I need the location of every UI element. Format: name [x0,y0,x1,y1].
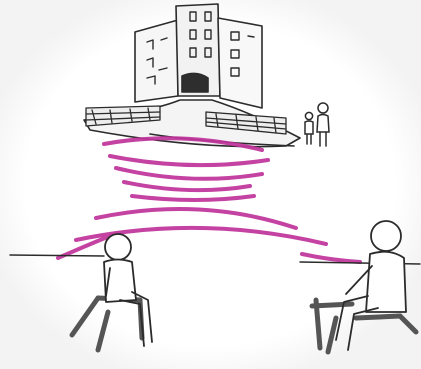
person-right-torso [366,252,406,312]
person-left-head [105,234,131,260]
horizon-left [10,255,104,256]
building-right-block [218,18,262,108]
chair-right-lower-rail [356,316,400,318]
person-right-head [371,221,401,251]
entrance-doorway [182,73,208,92]
building-left-block [135,20,178,102]
